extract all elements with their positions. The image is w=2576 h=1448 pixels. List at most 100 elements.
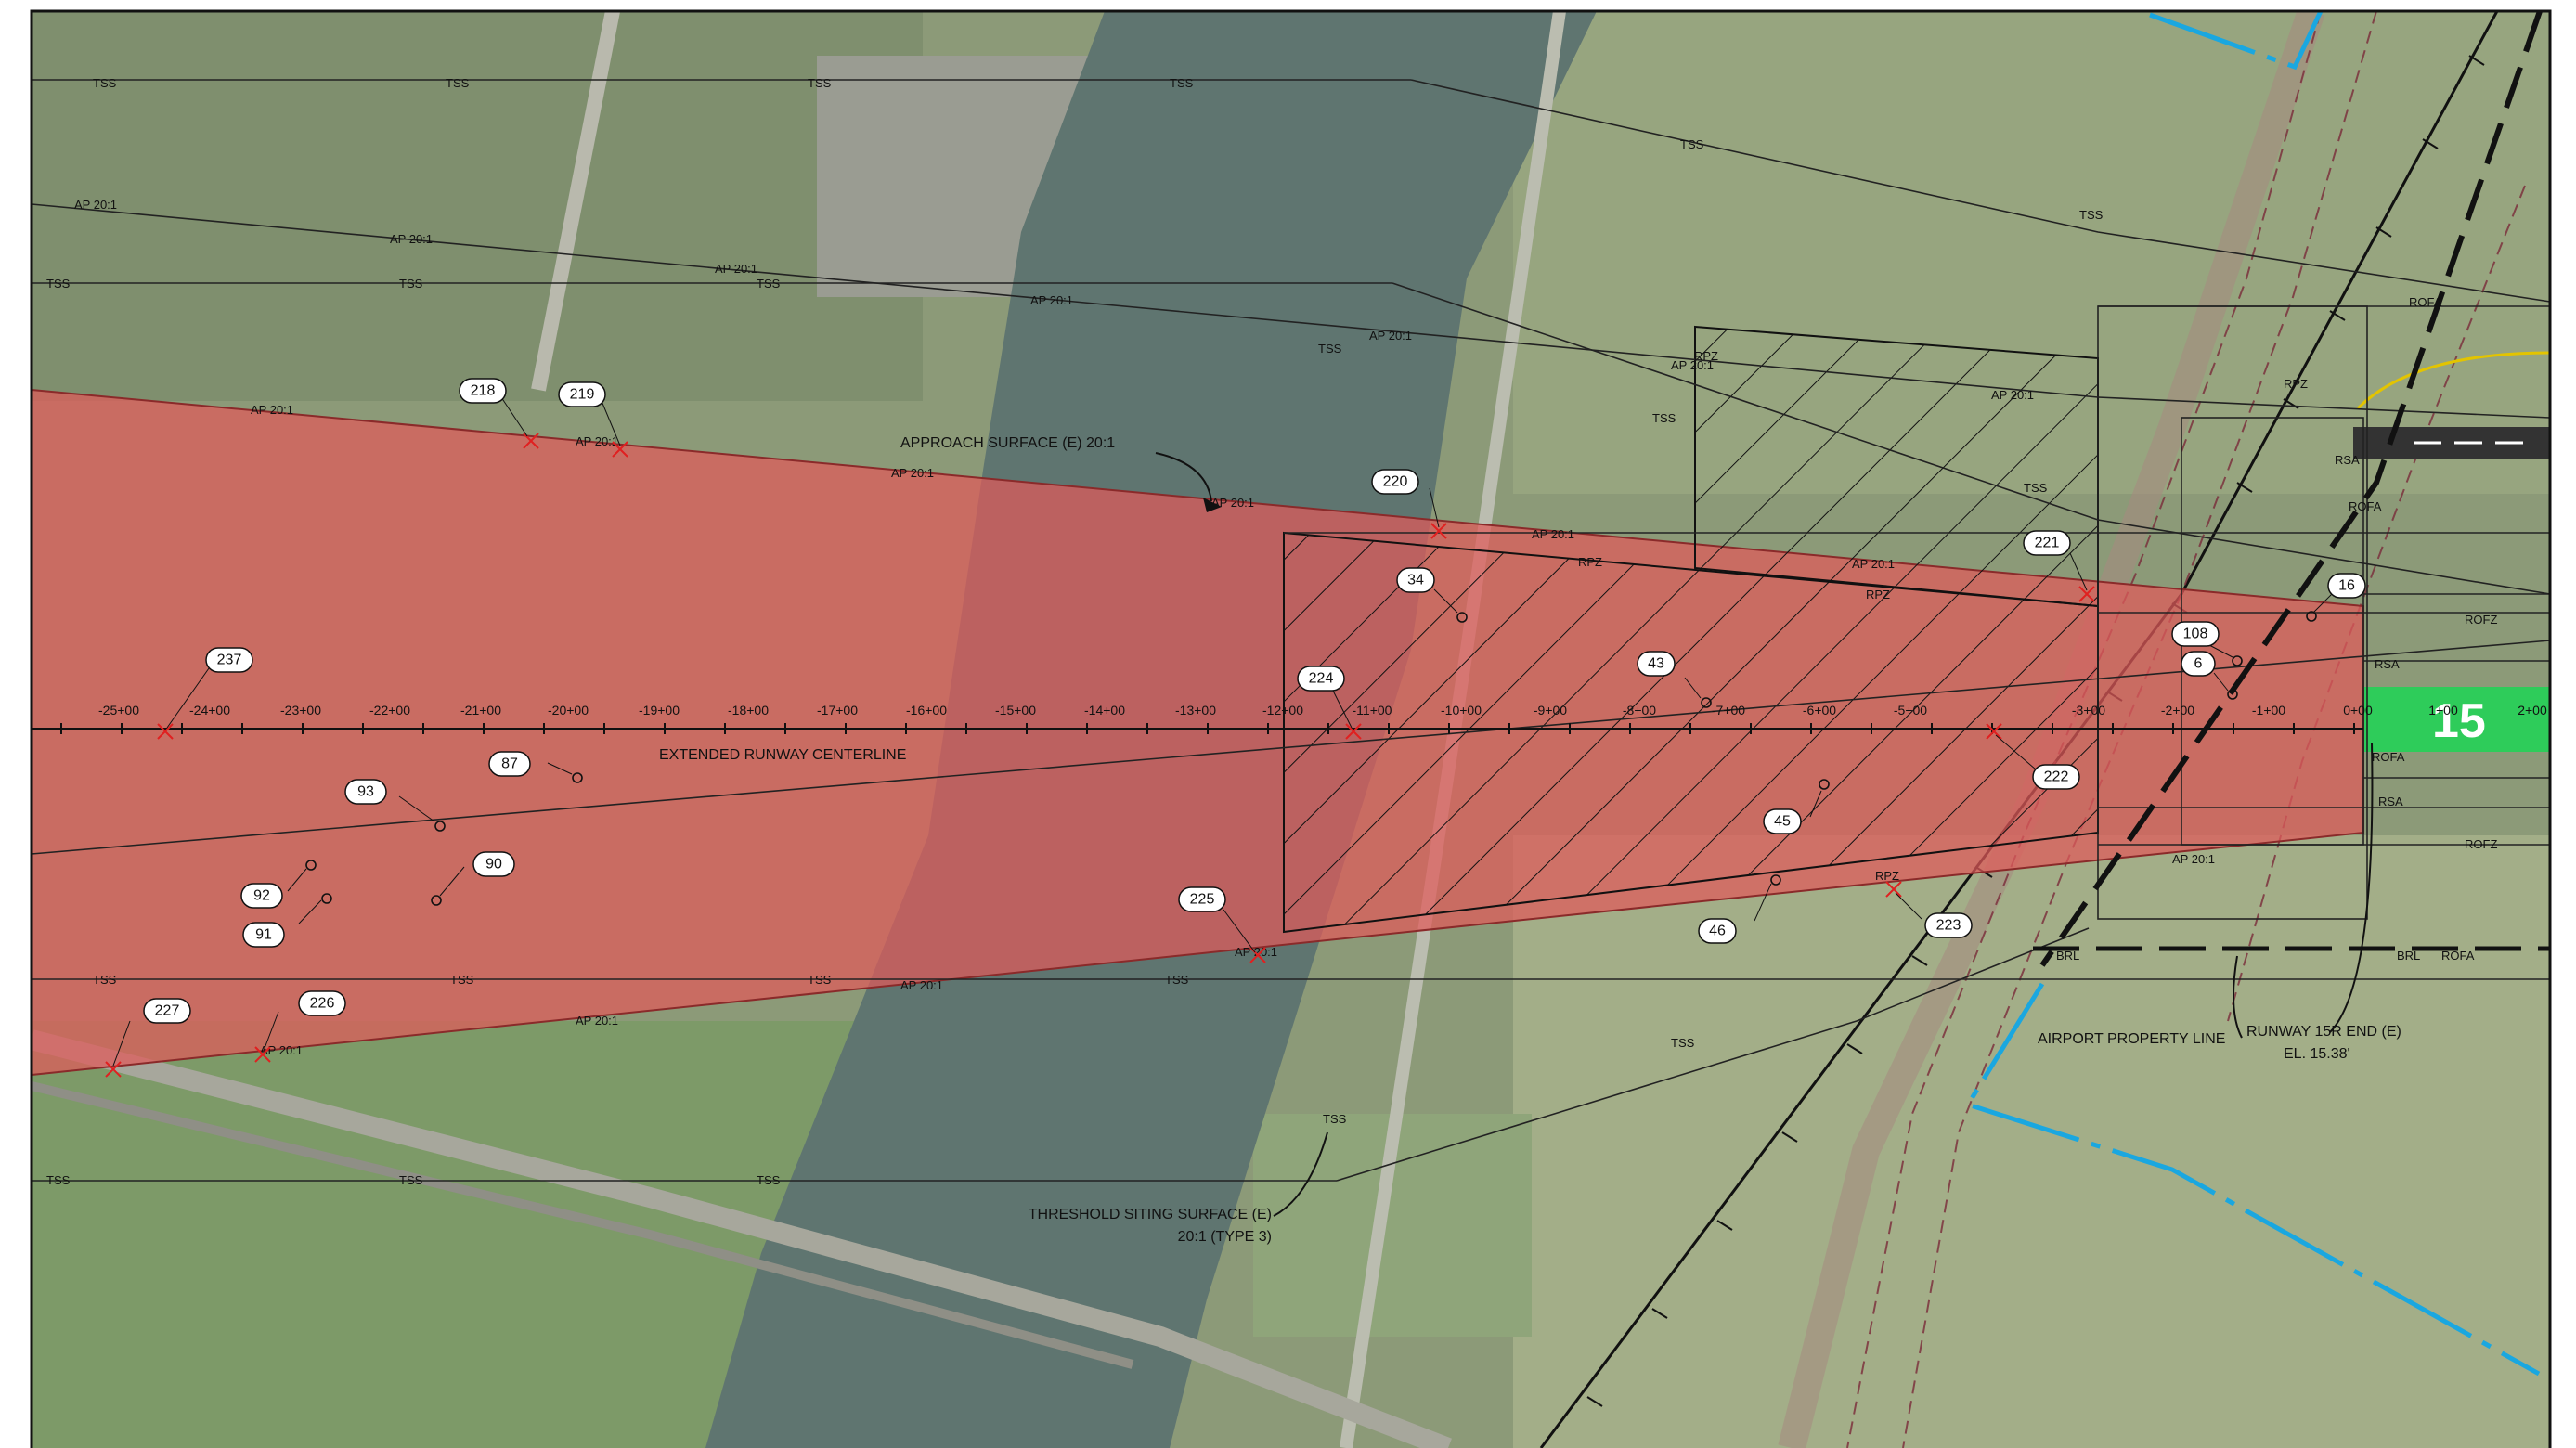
svg-text:218: 218: [471, 383, 496, 399]
survey-point: 87: [488, 751, 583, 783]
svg-text:226: 226: [310, 996, 335, 1012]
survey-points: 16 108 6 34 43 45 46 87 90 91 92 93: [240, 567, 2366, 948]
rofa-label: ROFA: [2441, 949, 2475, 963]
tss-label: TSS: [1165, 973, 1189, 987]
svg-text:93: 93: [357, 784, 374, 800]
rsa-label: RSA: [2375, 657, 2400, 671]
station-label: 0+00: [2343, 703, 2373, 718]
tss-label: TSS: [1318, 342, 1342, 356]
station-label: -5+00: [1894, 703, 1927, 718]
station-label: -11+00: [1353, 703, 1392, 718]
station-label: 1+00: [2428, 703, 2458, 718]
obstruction-points: 218 219 220 221 222 223 224 225 226 227 …: [105, 378, 2095, 1078]
approach-label: AP 20:1: [1211, 496, 1254, 510]
rsa-label: RSA: [2378, 795, 2403, 808]
svg-text:92: 92: [253, 888, 270, 904]
station-label: -2+00: [2161, 703, 2194, 718]
station-label: -9+00: [1534, 703, 1567, 718]
rpz-label: RPZ: [1875, 869, 1899, 883]
svg-text:220: 220: [1383, 474, 1408, 490]
approach-label: AP 20:1: [74, 198, 117, 212]
survey-point: 45: [1763, 779, 1830, 834]
tss-label: TSS: [46, 277, 71, 291]
tss-label: TSS: [446, 76, 470, 90]
approach-label: AP 20:1: [1991, 388, 2034, 402]
station-label: -13+00: [1175, 703, 1216, 718]
rpz-label: RPZ: [2284, 377, 2308, 391]
tss-label: TSS: [93, 973, 117, 987]
rpz-hatched-area-upper: [1694, 325, 2099, 608]
svg-text:43: 43: [1648, 656, 1664, 672]
approach-surface-callout: APPROACH SURFACE (E) 20:1: [900, 435, 1115, 451]
survey-point: 16: [2306, 573, 2366, 622]
tss-label: TSS: [93, 76, 117, 90]
station-label: -23+00: [280, 703, 321, 718]
rofa-label: ROFA: [2349, 499, 2382, 513]
station-label: -15+00: [995, 703, 1036, 718]
station-label: -1+00: [2252, 703, 2285, 718]
tss-label: TSS: [399, 277, 423, 291]
svg-text:227: 227: [155, 1003, 180, 1019]
station-label: -12+00: [1262, 703, 1303, 718]
svg-text:34: 34: [1407, 573, 1424, 588]
svg-text:221: 221: [2035, 536, 2060, 551]
survey-point: 93: [344, 779, 446, 832]
approach-label: AP 20:1: [891, 466, 934, 480]
svg-text:219: 219: [570, 387, 595, 403]
approach-label: AP 20:1: [900, 978, 943, 992]
airport-property-line: [1964, 9, 2550, 1377]
station-label: -14+00: [1084, 703, 1125, 718]
station-label: -7+00: [1712, 703, 1745, 718]
station-label: -25+00: [98, 703, 139, 718]
station-label: -22+00: [369, 703, 410, 718]
line-labels: TSS TSS TSS TSS TSS TSS TSS TSS TSS TSS …: [46, 76, 2497, 1187]
approach-label: AP 20:1: [1369, 329, 1412, 343]
approach-label: AP 20:1: [1030, 293, 1073, 307]
approach-label: AP 20:1: [715, 262, 757, 276]
obstruction-point: 226: [254, 990, 346, 1063]
rpz-label: RPZ: [1578, 555, 1602, 569]
svg-text:45: 45: [1774, 814, 1791, 830]
approach-label: AP 20:1: [576, 1014, 618, 1028]
tss-label: TSS: [1323, 1112, 1347, 1126]
runway-end-callout-line1: RUNWAY 15R END (E): [2246, 1024, 2401, 1040]
tss-label: TSS: [450, 973, 474, 987]
station-label: -16+00: [906, 703, 947, 718]
tss-label: TSS: [1652, 411, 1676, 425]
svg-text:225: 225: [1190, 892, 1215, 908]
aerial-imagery: 15: [32, 11, 2550, 1448]
tss-label: TSS: [399, 1173, 423, 1187]
rpz-label: RPZ: [1866, 588, 1890, 601]
obstruction-point: 222: [1986, 723, 2080, 790]
approach-label: AP 20:1: [1852, 557, 1895, 571]
station-label: -6+00: [1803, 703, 1836, 718]
survey-point: 90: [431, 851, 515, 906]
obstruction-point: 225: [1178, 886, 1266, 963]
approach-label: AP 20:1: [2172, 852, 2215, 866]
threshold-siting-callout-line1: THRESHOLD SITING SURFACE (E): [1029, 1207, 1272, 1222]
station-label: -3+00: [2072, 703, 2105, 718]
station-label: -21+00: [460, 703, 501, 718]
road-bridge: [32, 1029, 1452, 1448]
obstruction-point: 220: [1371, 469, 1447, 539]
tss-label: TSS: [757, 277, 781, 291]
tss-label: TSS: [808, 973, 832, 987]
tss-label: TSS: [2024, 481, 2048, 495]
runway-threshold: [2363, 687, 2550, 752]
svg-text:16: 16: [2338, 578, 2355, 594]
approach-label: AP 20:1: [1235, 945, 1277, 959]
obstruction-point: 237: [157, 647, 253, 740]
survey-point: 6: [2181, 651, 2238, 700]
svg-text:87: 87: [501, 756, 518, 772]
obstruction-point: 227: [105, 998, 191, 1078]
station-label: -17+00: [817, 703, 858, 718]
survey-point: 108: [2171, 621, 2243, 666]
svg-text:222: 222: [2044, 769, 2069, 785]
station-label: -20+00: [548, 703, 589, 718]
svg-text:6: 6: [2194, 656, 2203, 672]
svg-text:224: 224: [1309, 671, 1334, 687]
callouts: APPROACH SURFACE (E) 20:1 EXTENDED RUNWA…: [659, 435, 2401, 1245]
svg-text:46: 46: [1709, 924, 1726, 939]
svg-text:108: 108: [2183, 627, 2208, 642]
approach-label: AP 20:1: [1532, 527, 1574, 541]
